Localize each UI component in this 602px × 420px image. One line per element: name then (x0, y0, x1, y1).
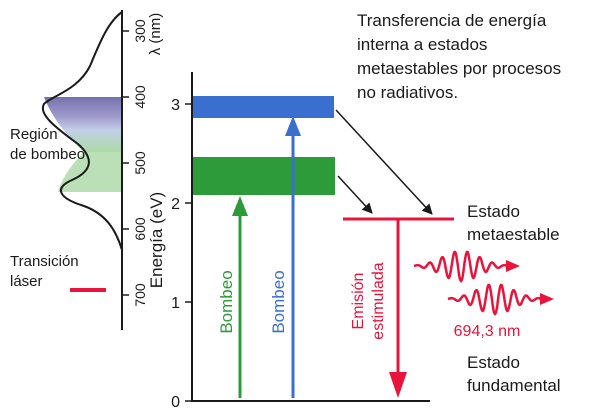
energy-axis: 3 2 1 0 Energía (eV) (147, 72, 430, 411)
pump-region-label-line1: Región (10, 126, 58, 143)
blue-pump-arrow (285, 116, 301, 398)
stimulated-emission-arrow (389, 220, 407, 398)
emission-label-line1: Emisión (350, 273, 367, 330)
blue-to-metastable-arrow (335, 109, 433, 215)
nonradiative-transfer-note: Transferencia de energía interna a estad… (357, 11, 561, 102)
wavelength-tick-700: 700 (132, 283, 148, 307)
metastable-state-label-line2: metaestable (467, 225, 560, 244)
wavelength-tick-300: 300 (132, 19, 148, 43)
energy-axis-label: Energía (eV) (147, 192, 166, 288)
wavelength-tick-500: 500 (132, 151, 148, 175)
metastable-state-label-line1: Estado (467, 202, 520, 221)
photon-wave-lower (447, 283, 554, 316)
emission-label-line2: estimulada (370, 262, 387, 339)
wavelength-axis-label: λ (nm) (147, 13, 164, 56)
energy-tick-1: 1 (171, 295, 180, 312)
note-line1: Transferencia de energía (357, 11, 547, 30)
green-to-metastable-arrow (337, 175, 373, 214)
note-line2: interna a estados (357, 35, 487, 54)
laser-transition-label-line2: láser (10, 273, 43, 290)
pump-region-label-line2: de bombeo (10, 146, 85, 163)
absorption-band-green (58, 152, 122, 192)
wavelength-axis-ticks (122, 30, 129, 296)
ground-state-label-line1: Estado (467, 353, 520, 372)
ground-state-label-line2: fundamental (467, 376, 561, 395)
laser-transition-label-line1: Transición (10, 253, 79, 270)
energy-tick-0: 0 (171, 394, 180, 411)
blue-absorption-band (193, 96, 334, 118)
energy-tick-3: 3 (171, 97, 180, 114)
note-line3: metaestables por procesos (357, 59, 561, 78)
absorption-curve (41, 11, 123, 251)
absorption-spectrum-panel: 300 400 500 600 700 λ (nm) Región de bom… (10, 10, 164, 330)
energy-tick-2: 2 (171, 196, 180, 213)
wavelength-tick-600: 600 (132, 217, 148, 241)
photon-wave-upper (413, 250, 520, 283)
green-absorption-band (193, 157, 335, 195)
emission-wavelength-label: 694,3 nm (454, 323, 521, 340)
blue-pump-label: Bombeo (269, 270, 288, 333)
green-pump-arrow (232, 196, 248, 398)
absorption-band-violet (44, 97, 122, 152)
note-line4: no radiativos. (357, 83, 458, 102)
wavelength-tick-400: 400 (132, 85, 148, 109)
green-pump-label: Bombeo (217, 270, 236, 333)
